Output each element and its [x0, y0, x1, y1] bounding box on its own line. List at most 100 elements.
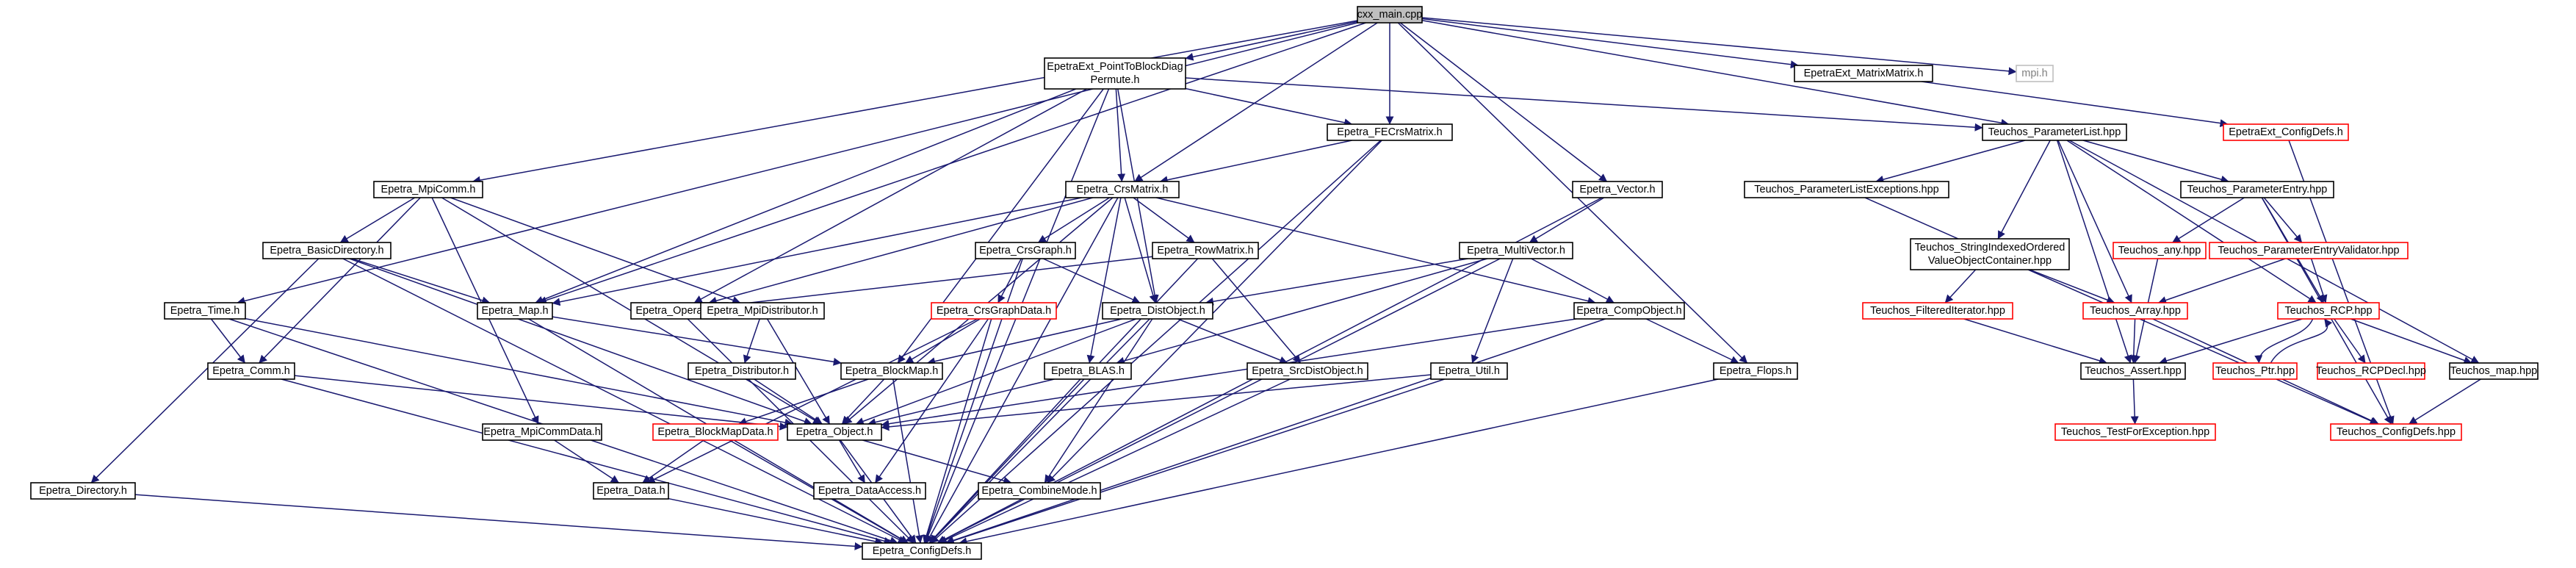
- node-label: Epetra_MultiVector.h: [1467, 245, 1565, 256]
- node-label: Epetra_Util.h: [1438, 365, 1500, 377]
- node-box: [1102, 302, 1213, 320]
- node-Epetra_CrsMatrix[interactable]: Epetra_CrsMatrix.h: [1065, 181, 1180, 198]
- node-box: [1430, 362, 1508, 380]
- edge-Epetra_Vector-to-Epetra_MultiVector: [1529, 197, 1605, 243]
- node-Teuchos_Assert[interactable]: Teuchos_Assert.hpp: [2080, 362, 2186, 380]
- node-Teuchos_RCP[interactable]: Teuchos_RCP.hpp: [2277, 302, 2380, 320]
- node-Epetra_FECrsMatrix[interactable]: Epetra_FECrsMatrix.h: [1327, 123, 1453, 141]
- node-Teuchos_ParameterEntry[interactable]: Teuchos_ParameterEntry.hpp: [2180, 181, 2334, 198]
- node-Teuchos_ParameterListExceptions[interactable]: Teuchos_ParameterListExceptions.hpp: [1744, 181, 1949, 198]
- node-Epetra_RowMatrix[interactable]: Epetra_RowMatrix.h: [1152, 242, 1259, 259]
- node-Epetra_MpiDistributor[interactable]: Epetra_MpiDistributor.h: [700, 302, 825, 320]
- edge-Epetra_Flops-to-Epetra_ConfigDefs: [959, 378, 1719, 546]
- node-Epetra_Directory[interactable]: Epetra_Directory.h: [30, 482, 136, 500]
- node-box: [840, 362, 943, 380]
- node-Epetra_CrsGraphData[interactable]: Epetra_CrsGraphData.h: [931, 302, 1057, 320]
- edge-Teuchos_FilteredIterator-to-Teuchos_Assert: [1963, 318, 2107, 365]
- node-label: Teuchos_ConfigDefs.hpp: [2337, 426, 2456, 438]
- node-Teuchos_Array[interactable]: Teuchos_Array.hpp: [2082, 302, 2188, 320]
- node-Epetra_SrcDistObject[interactable]: Epetra_SrcDistObject.h: [1246, 362, 1368, 380]
- node-Epetra_Distributor[interactable]: Epetra_Distributor.h: [688, 362, 796, 380]
- node-box: [1044, 57, 1186, 90]
- node-Teuchos_TestForException[interactable]: Teuchos_TestForException.hpp: [2054, 423, 2216, 441]
- node-Epetra_Comm[interactable]: Epetra_Comm.h: [207, 362, 295, 380]
- node-EpetraExt_MatrixMatrix[interactable]: EpetraExt_MatrixMatrix.h: [1794, 65, 1933, 82]
- node-Epetra_ConfigDefs[interactable]: Epetra_ConfigDefs.h: [862, 542, 982, 560]
- node-Epetra_BasicDirectory[interactable]: Epetra_BasicDirectory.h: [262, 242, 392, 259]
- nodes: cxx_main.cppEpetraExt_PointToBlockDiagPe…: [30, 6, 2539, 560]
- node-label: Epetra_Directory.h: [39, 485, 127, 497]
- node-Epetra_Object[interactable]: Epetra_Object.h: [787, 423, 882, 441]
- node-Teuchos_ConfigDefs[interactable]: Teuchos_ConfigDefs.hpp: [2330, 423, 2462, 441]
- node-Epetra_BlockMap[interactable]: Epetra_BlockMap.h: [840, 362, 943, 380]
- node-Epetra_MpiComm[interactable]: Epetra_MpiComm.h: [373, 181, 483, 198]
- edge-Epetra_CrsMatrix-to-Epetra_Operator: [708, 197, 1093, 305]
- node-Epetra_BLAS[interactable]: Epetra_BLAS.h: [1044, 362, 1132, 380]
- node-Epetra_CrsGraph[interactable]: Epetra_CrsGraph.h: [975, 242, 1076, 259]
- node-Epetra_DistObject[interactable]: Epetra_DistObject.h: [1102, 302, 1213, 320]
- node-label: Epetra_ConfigDefs.h: [873, 545, 972, 557]
- edge-Teuchos_ParameterEntry-to-Teuchos_any: [2172, 197, 2245, 243]
- edge-Teuchos_Ptr-to-Teuchos_RCP: [2270, 318, 2333, 364]
- edge-Teuchos_ParameterList-to-Teuchos_RCP: [2066, 140, 2317, 303]
- node-Epetra_Map[interactable]: Epetra_Map.h: [477, 302, 553, 320]
- edge-Epetra_DistObject-to-Epetra_BlockMap: [927, 318, 1122, 366]
- node-label: Teuchos_ParameterList.hpp: [1988, 126, 2121, 138]
- edge-Epetra_RowMatrix-to-Epetra_SrcDistObject: [1211, 258, 1302, 364]
- edge-PointToBlockDiag-to-Epetra_CrsMatrix: [1115, 88, 1126, 182]
- edge-Teuchos_ParameterList-to-Teuchos_StringIndexed: [1997, 140, 2051, 240]
- edge-Epetra_Distributor-to-Epetra_Object: [754, 378, 823, 425]
- node-Teuchos_map[interactable]: Teuchos_map.hpp: [2449, 362, 2539, 380]
- node-label: Epetra_CrsMatrix.h: [1077, 184, 1169, 195]
- node-label: Epetra_Comm.h: [212, 365, 290, 377]
- node-box: [1794, 65, 1933, 82]
- edge-Teuchos_ParameterEntryValidator-to-Teuchos_Array: [2158, 258, 2286, 304]
- edge-EpetraExt_MatrixMatrix-to-EpetraExt_ConfigDefs: [1921, 81, 2229, 128]
- node-label: Teuchos_RCP.hpp: [2284, 305, 2372, 317]
- node-Epetra_CompObject[interactable]: Epetra_CompObject.h: [1573, 302, 1685, 320]
- node-Teuchos_any[interactable]: Teuchos_any.hpp: [2113, 242, 2207, 259]
- node-Epetra_DataAccess[interactable]: Epetra_DataAccess.h: [813, 482, 926, 500]
- node-Epetra_BlockMapData[interactable]: Epetra_BlockMapData.h: [652, 423, 779, 441]
- node-box: [593, 482, 669, 500]
- edge-cxx_main-to-Epetra_Vector: [1399, 22, 1608, 182]
- edge-Epetra_CompObject-to-Epetra_Flops: [1645, 318, 1739, 364]
- edge-PointToBlockDiag-to-Epetra_FECrsMatrix: [1185, 87, 1353, 127]
- node-Teuchos_StringIndexed[interactable]: Teuchos_StringIndexedOrderedValueObjectC…: [1910, 238, 2070, 270]
- node-Teuchos_Ptr[interactable]: Teuchos_Ptr.hpp: [2212, 362, 2298, 380]
- node-Teuchos_ParameterList[interactable]: Teuchos_ParameterList.hpp: [1982, 123, 2127, 141]
- edge-Epetra_CrsMatrix-to-Epetra_BLAS: [1086, 197, 1122, 364]
- node-Epetra_Vector[interactable]: Epetra_Vector.h: [1572, 181, 1663, 198]
- node-label: EpetraExt_ConfigDefs.h: [2229, 126, 2343, 138]
- node-Teuchos_RCPDecl[interactable]: Teuchos_RCPDecl.hpp: [2316, 362, 2426, 380]
- edge-cxx_main-to-mpi_h: [1421, 17, 2017, 76]
- node-label: Teuchos_ParameterEntry.hpp: [2187, 184, 2328, 195]
- node-Epetra_Time[interactable]: Epetra_Time.h: [164, 302, 246, 320]
- node-box: [2449, 362, 2539, 380]
- node-Epetra_Data[interactable]: Epetra_Data.h: [593, 482, 669, 500]
- edges: [90, 17, 2481, 550]
- node-Teuchos_ParameterEntryValidator[interactable]: Teuchos_ParameterEntryValidator.hpp: [2209, 242, 2409, 259]
- node-Epetra_Util[interactable]: Epetra_Util.h: [1430, 362, 1508, 380]
- node-box: [813, 482, 926, 500]
- node-box: [2223, 123, 2349, 141]
- edge-Epetra_Data-to-Epetra_ConfigDefs: [668, 497, 884, 546]
- node-Epetra_MultiVector[interactable]: Epetra_MultiVector.h: [1459, 242, 1573, 259]
- node-Epetra_MpiCommData[interactable]: Epetra_MpiCommData.h: [482, 423, 602, 441]
- edge-Epetra_BasicDirectory-to-Epetra_ConfigDefs: [342, 258, 906, 544]
- node-label: Epetra_BlockMapData.h: [657, 426, 773, 438]
- edge-Epetra_DistObject-to-Epetra_Object: [855, 318, 1136, 425]
- edge-Epetra_BlockMapData-to-Epetra_Data: [642, 439, 704, 483]
- node-Teuchos_FilteredIterator[interactable]: Teuchos_FilteredIterator.hpp: [1862, 302, 2013, 320]
- node-box: [1327, 123, 1453, 141]
- node-box: [2180, 181, 2334, 198]
- node-label: Teuchos_RCPDecl.hpp: [2316, 365, 2426, 377]
- node-Epetra_CombineMode[interactable]: Epetra_CombineMode.h: [978, 482, 1101, 500]
- node-Epetra_Flops[interactable]: Epetra_Flops.h: [1713, 362, 1798, 380]
- edge-Epetra_CrsMatrix-to-Epetra_DistObject: [1124, 197, 1158, 303]
- node-label: ValueObjectContainer.hpp: [1928, 255, 2052, 267]
- node-EpetraExt_ConfigDefs[interactable]: EpetraExt_ConfigDefs.h: [2223, 123, 2349, 141]
- node-box: [1572, 181, 1663, 198]
- node-label: Teuchos_any.hpp: [2118, 245, 2201, 256]
